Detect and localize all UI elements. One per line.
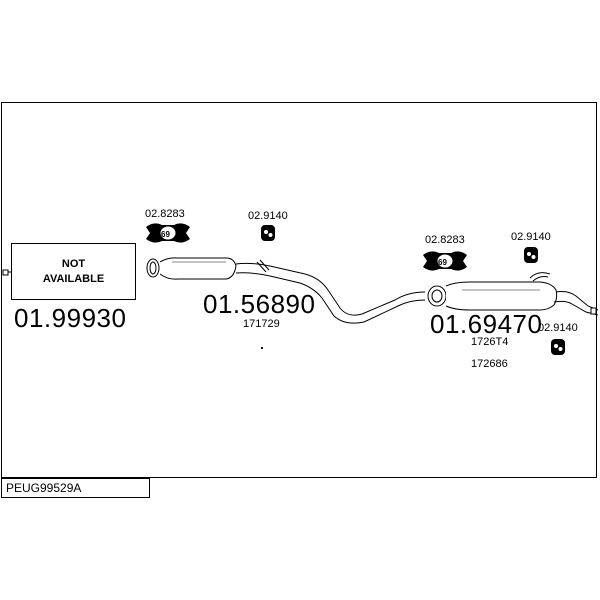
hanger-right-bottom-number: 02.9140 xyxy=(538,322,578,334)
not-available-box: NOT AVAILABLE xyxy=(11,243,136,300)
diagram-frame xyxy=(1,102,597,478)
clamp-badge: 69 xyxy=(161,230,170,239)
rear-silencer-part-number: 01.69470 xyxy=(430,309,543,339)
hanger-left-number: 02.9140 xyxy=(248,210,288,222)
left-connector-marker xyxy=(2,269,9,276)
middle-silencer-drawing xyxy=(146,257,270,280)
middle-silencer-part-number: 01.56890 xyxy=(203,289,316,319)
not-available-line2: AVAILABLE xyxy=(42,272,105,285)
connecting-pipe-drawing xyxy=(235,262,426,324)
rubber-hanger-icon xyxy=(261,225,275,241)
clamp-icon xyxy=(423,251,467,271)
middle-silencer-ref: 171729 xyxy=(243,318,280,330)
rear-silencer-ref2: 172686 xyxy=(471,358,508,370)
not-available-line1: NOT xyxy=(61,257,86,270)
diagram-code: PEUG99529A xyxy=(6,481,82,495)
diagram-code-box: PEUG99529A xyxy=(1,478,150,498)
clamp-badge: 69 xyxy=(438,258,447,267)
rubber-hanger-icon xyxy=(551,339,565,355)
clamp-left-number: 02.8283 xyxy=(145,208,185,220)
rear-silencer-drawing xyxy=(427,272,599,316)
clamp-icon xyxy=(146,223,190,243)
front-pipe-part-number: 01.99930 xyxy=(14,303,127,333)
hanger-right-top-number: 02.9140 xyxy=(511,231,551,243)
rear-silencer-ref1: 1726T4 xyxy=(471,336,509,348)
clamp-right-number: 02.8283 xyxy=(425,234,465,246)
rubber-hanger-icon xyxy=(524,247,538,263)
